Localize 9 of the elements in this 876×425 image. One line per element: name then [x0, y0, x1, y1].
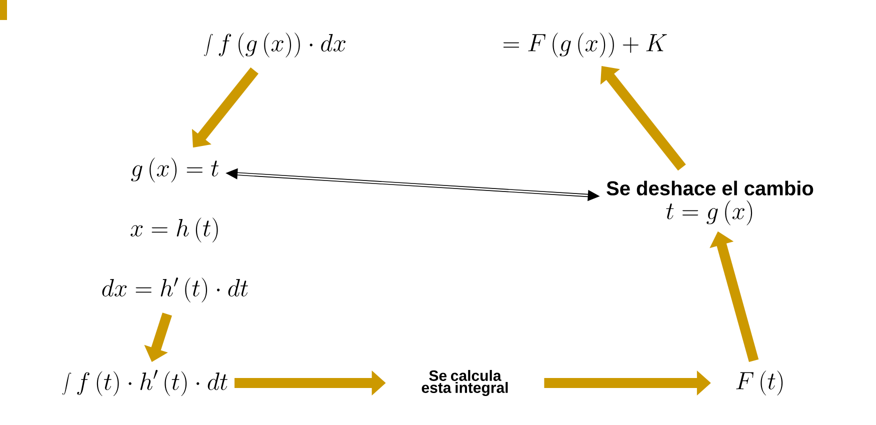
formula: $\int f\left(t\right)\cdot h'\left(t\right)\cdot dt$	[62, 370, 228, 396]
formula: $g\left(x\right)=t$	[131, 158, 219, 182]
step-text: Se calcula esta integral	[422, 370, 508, 396]
formula: $dx=h'\left(t\right)\cdot dt$	[102, 278, 248, 302]
formula: $\int f\left(g\left(x\right)\right)\cdot dx$	[204, 32, 346, 58]
formula: $F\left(t\right)$	[736, 370, 783, 396]
formula: $=F\left(g\left(x\right)\right)+K$	[503, 32, 667, 58]
formula: $x=h\left(t\right)$	[130, 218, 218, 242]
formula-with-heading: Se deshace el cambio $t=g\left(x\right)$	[606, 180, 814, 226]
